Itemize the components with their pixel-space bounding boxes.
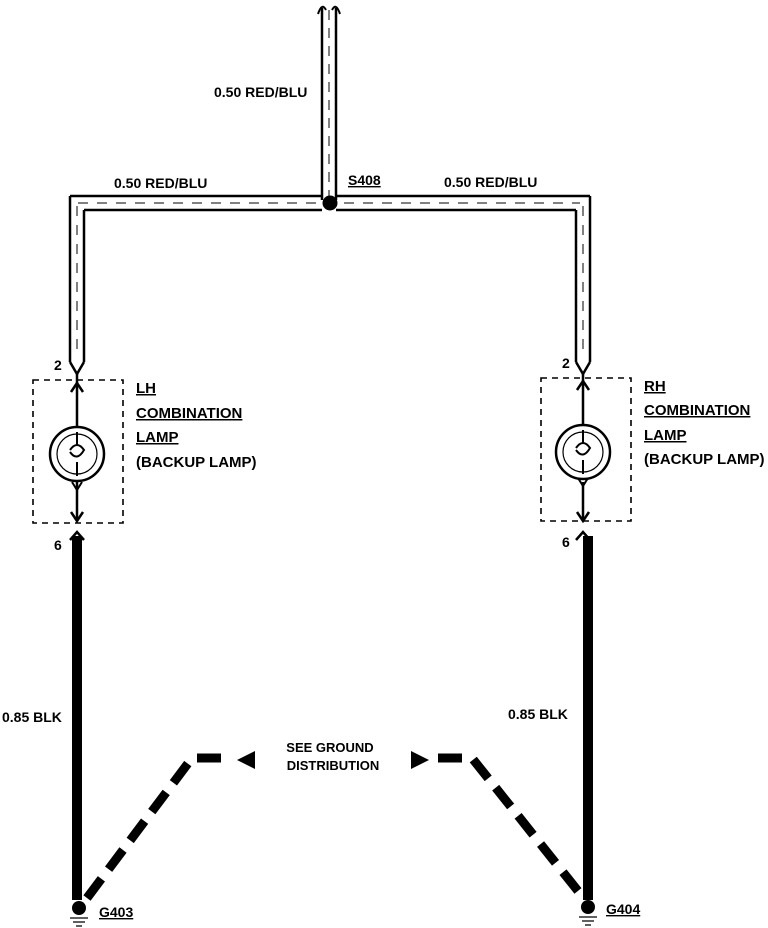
rh-lamp-box xyxy=(540,377,632,522)
lh-lamp xyxy=(32,361,124,541)
rh-lamp xyxy=(540,361,632,541)
lh-pin-bottom: 6 xyxy=(54,537,62,553)
ground-g403-label: G403 xyxy=(99,904,133,920)
ground-distribution-lines xyxy=(83,751,586,901)
rh-pin-top: 2 xyxy=(562,355,570,371)
right-feed-wire xyxy=(574,196,592,362)
lh-bulb-icon xyxy=(48,425,106,483)
splice-s408-dot xyxy=(322,195,338,211)
top-feed-wire-label: 0.50 RED/BLU xyxy=(214,84,307,100)
top-feed-wire xyxy=(317,5,341,200)
ground-g404-label: G404 xyxy=(606,901,640,917)
ground-g404-icon xyxy=(579,900,597,926)
splice-label: S408 xyxy=(348,172,381,188)
ground-g403-icon xyxy=(70,901,88,927)
rh-lamp-name-line2: COMBINATION xyxy=(644,402,750,419)
rh-lamp-name: RH xyxy=(644,378,666,395)
rh-lamp-name-line3: LAMP xyxy=(644,427,687,444)
rh-lamp-description: (BACKUP LAMP) xyxy=(644,451,765,468)
ground-note-line1: SEE GROUND xyxy=(286,740,373,755)
left-ground-wire-label: 0.85 BLK xyxy=(2,709,62,725)
left-feed-wire xyxy=(68,196,86,362)
lh-lamp-description: (BACKUP LAMP) xyxy=(136,454,257,471)
lh-lamp-name: LH xyxy=(136,380,156,397)
wire-break-mark xyxy=(317,5,341,15)
lh-lamp-name-line2: COMBINATION xyxy=(136,405,242,422)
right-ground-wire-label: 0.85 BLK xyxy=(508,706,568,722)
left-branch-wire-label: 0.50 RED/BLU xyxy=(114,175,207,191)
rh-bulb-icon xyxy=(554,423,612,481)
lh-lamp-name-line3: LAMP xyxy=(136,429,179,446)
arrow-right-icon xyxy=(411,751,429,769)
ground-note-line2: DISTRIBUTION xyxy=(287,758,379,773)
arrow-left-icon xyxy=(237,751,255,769)
rh-pin-bottom: 6 xyxy=(562,534,570,550)
right-branch-wire-label: 0.50 RED/BLU xyxy=(444,174,537,190)
lh-pin-top: 2 xyxy=(54,357,62,373)
